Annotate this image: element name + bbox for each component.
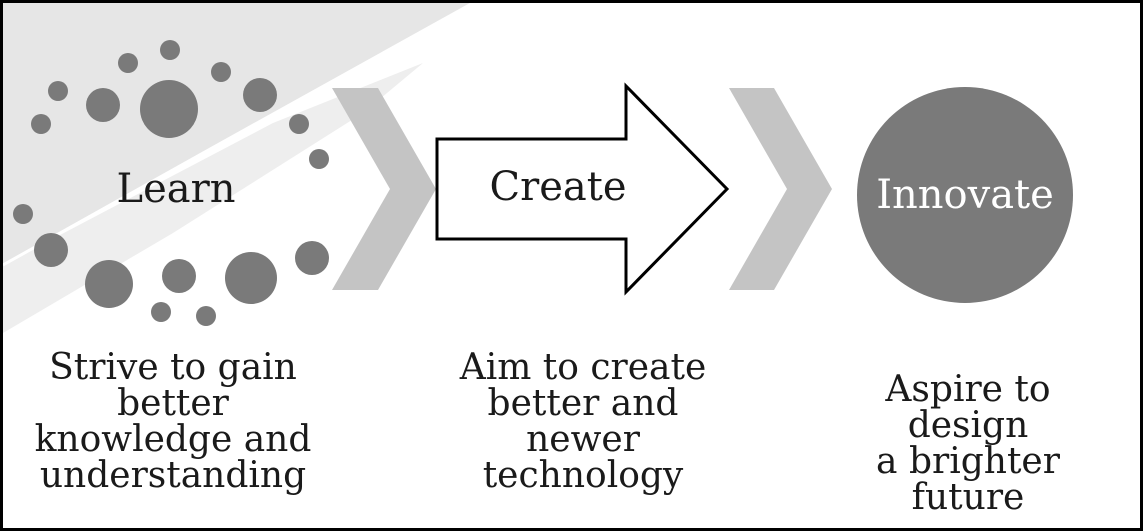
create-label: Create <box>489 164 627 210</box>
dot <box>85 260 133 308</box>
innovate-circle <box>857 87 1073 303</box>
chevron-2 <box>729 88 832 290</box>
dot <box>211 62 231 82</box>
chevron-1 <box>332 88 436 290</box>
dot <box>243 78 277 112</box>
dot <box>31 114 51 134</box>
dot <box>295 241 329 275</box>
dot <box>13 204 33 224</box>
dot <box>140 80 198 138</box>
dot <box>162 259 196 293</box>
dot <box>289 114 309 134</box>
dot <box>309 149 329 169</box>
background-band-edge <box>3 3 474 267</box>
dot <box>151 302 171 322</box>
create-arrow <box>435 82 730 296</box>
diagram-canvas <box>3 3 1073 333</box>
dot-cluster <box>13 40 329 326</box>
dot <box>118 53 138 73</box>
learn-label: Learn <box>116 166 236 212</box>
dot <box>48 81 68 101</box>
learn-caption: Strive to gain better knowledge and unde… <box>34 347 312 496</box>
dot <box>225 252 277 304</box>
innovate-label: Innovate <box>876 172 1054 218</box>
dot <box>160 40 180 60</box>
create-caption: Aim to create better and newer technolog… <box>459 347 707 496</box>
dot <box>34 233 68 267</box>
innovate-caption: Aspire to design a brighter future <box>876 369 1060 518</box>
dot <box>196 306 216 326</box>
dot <box>86 88 120 122</box>
